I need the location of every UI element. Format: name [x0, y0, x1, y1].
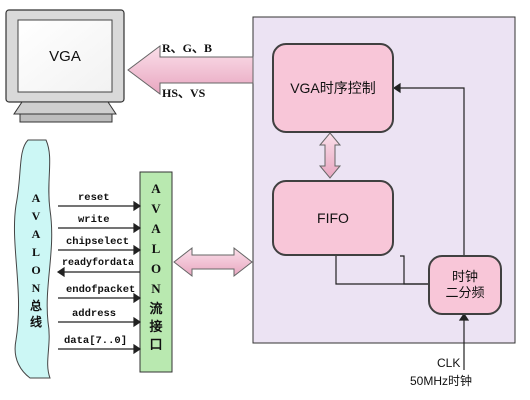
- avalon-bus-letter: A: [31, 227, 41, 241]
- signal-address-label: address: [72, 308, 117, 320]
- avalon-stream-letter: A: [151, 181, 161, 196]
- vga-output-arrow: [127, 45, 254, 95]
- clock-to-timing-line: [392, 82, 465, 255]
- clock-divider-line2: 二分频: [445, 285, 485, 300]
- clk-frequency-label: 50MHz时钟: [410, 374, 473, 388]
- avalon-bus-letter: A: [31, 191, 41, 205]
- signal-readyfordata-label: readyfordata: [62, 258, 135, 269]
- avalon-bus-letter: 总: [29, 299, 42, 313]
- sync-signal-label: HS、VS: [162, 86, 206, 100]
- avalon-bus-letter: O: [31, 263, 41, 277]
- avalon-bus-letter: 线: [29, 315, 42, 329]
- avalon-bus-letter: L: [31, 245, 40, 259]
- clock-divider-line1: 时钟: [451, 268, 478, 284]
- avalon-stream-letter: O: [150, 261, 162, 276]
- vga-monitor-label: VGA: [49, 47, 81, 65]
- avalon-stream-letter: A: [151, 221, 161, 236]
- avalon-bus-label: A V A L O N 总 线: [26, 192, 46, 328]
- signal-reset-label: reset: [78, 192, 110, 204]
- signal-arrows: [56, 200, 142, 355]
- clk-label: CLK: [437, 356, 461, 370]
- clk-input-arrow: [458, 312, 470, 370]
- avalon-stream-letter: 接: [149, 319, 163, 334]
- signal-data-label: data[7..0]: [64, 335, 128, 347]
- avalon-stream-letter: L: [151, 241, 161, 256]
- interface-double-arrow: [173, 246, 253, 278]
- avalon-stream-letter: N: [151, 281, 161, 296]
- clock-divider-block: 时钟 二分频: [428, 255, 502, 315]
- avalon-stream-letter: 流: [149, 301, 163, 316]
- signal-endofpacket-label: endofpacket: [66, 284, 136, 296]
- avalon-bus-ribbon: [13, 139, 53, 379]
- avalon-bus-letter: V: [31, 209, 41, 223]
- signal-chipselect-label: chipselect: [66, 236, 130, 248]
- rgb-signal-label: R、G、B: [162, 41, 213, 55]
- avalon-bus-letter: N: [31, 281, 41, 295]
- avalon-stream-letter: V: [151, 201, 161, 216]
- vga-timing-block: VGA时序控制: [272, 43, 394, 133]
- vga-monitor: [5, 9, 125, 123]
- timing-fifo-double-arrow: [318, 132, 342, 179]
- avalon-stream-letter: 口: [149, 337, 163, 352]
- avalon-stream-label: A V A L O N 流 接 口: [140, 182, 172, 351]
- signal-write-label: write: [78, 214, 110, 226]
- fifo-block: FIFO: [272, 180, 394, 256]
